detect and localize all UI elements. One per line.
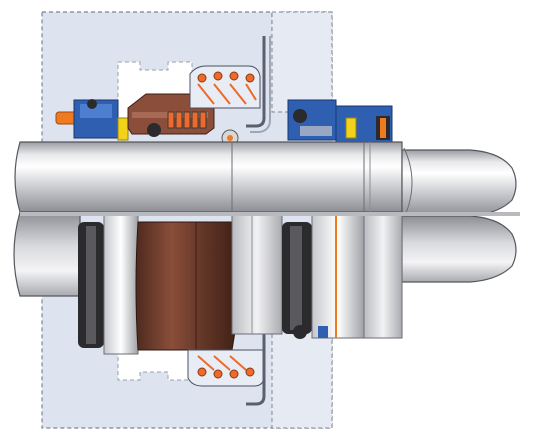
main-spring-upper [197,71,255,83]
shaft [13,141,517,297]
main-spring-lower [197,367,255,379]
pump-housing [41,11,333,429]
shaft-lower-band [20,212,520,216]
upper-cutaway [55,36,393,153]
o-ring-icon [293,109,307,123]
o-ring-icon [293,325,307,339]
lower-seal-assembly [78,213,403,406]
spring-coil-upper [167,111,207,129]
o-ring-icon [87,99,97,109]
o-ring-icon [147,123,161,137]
